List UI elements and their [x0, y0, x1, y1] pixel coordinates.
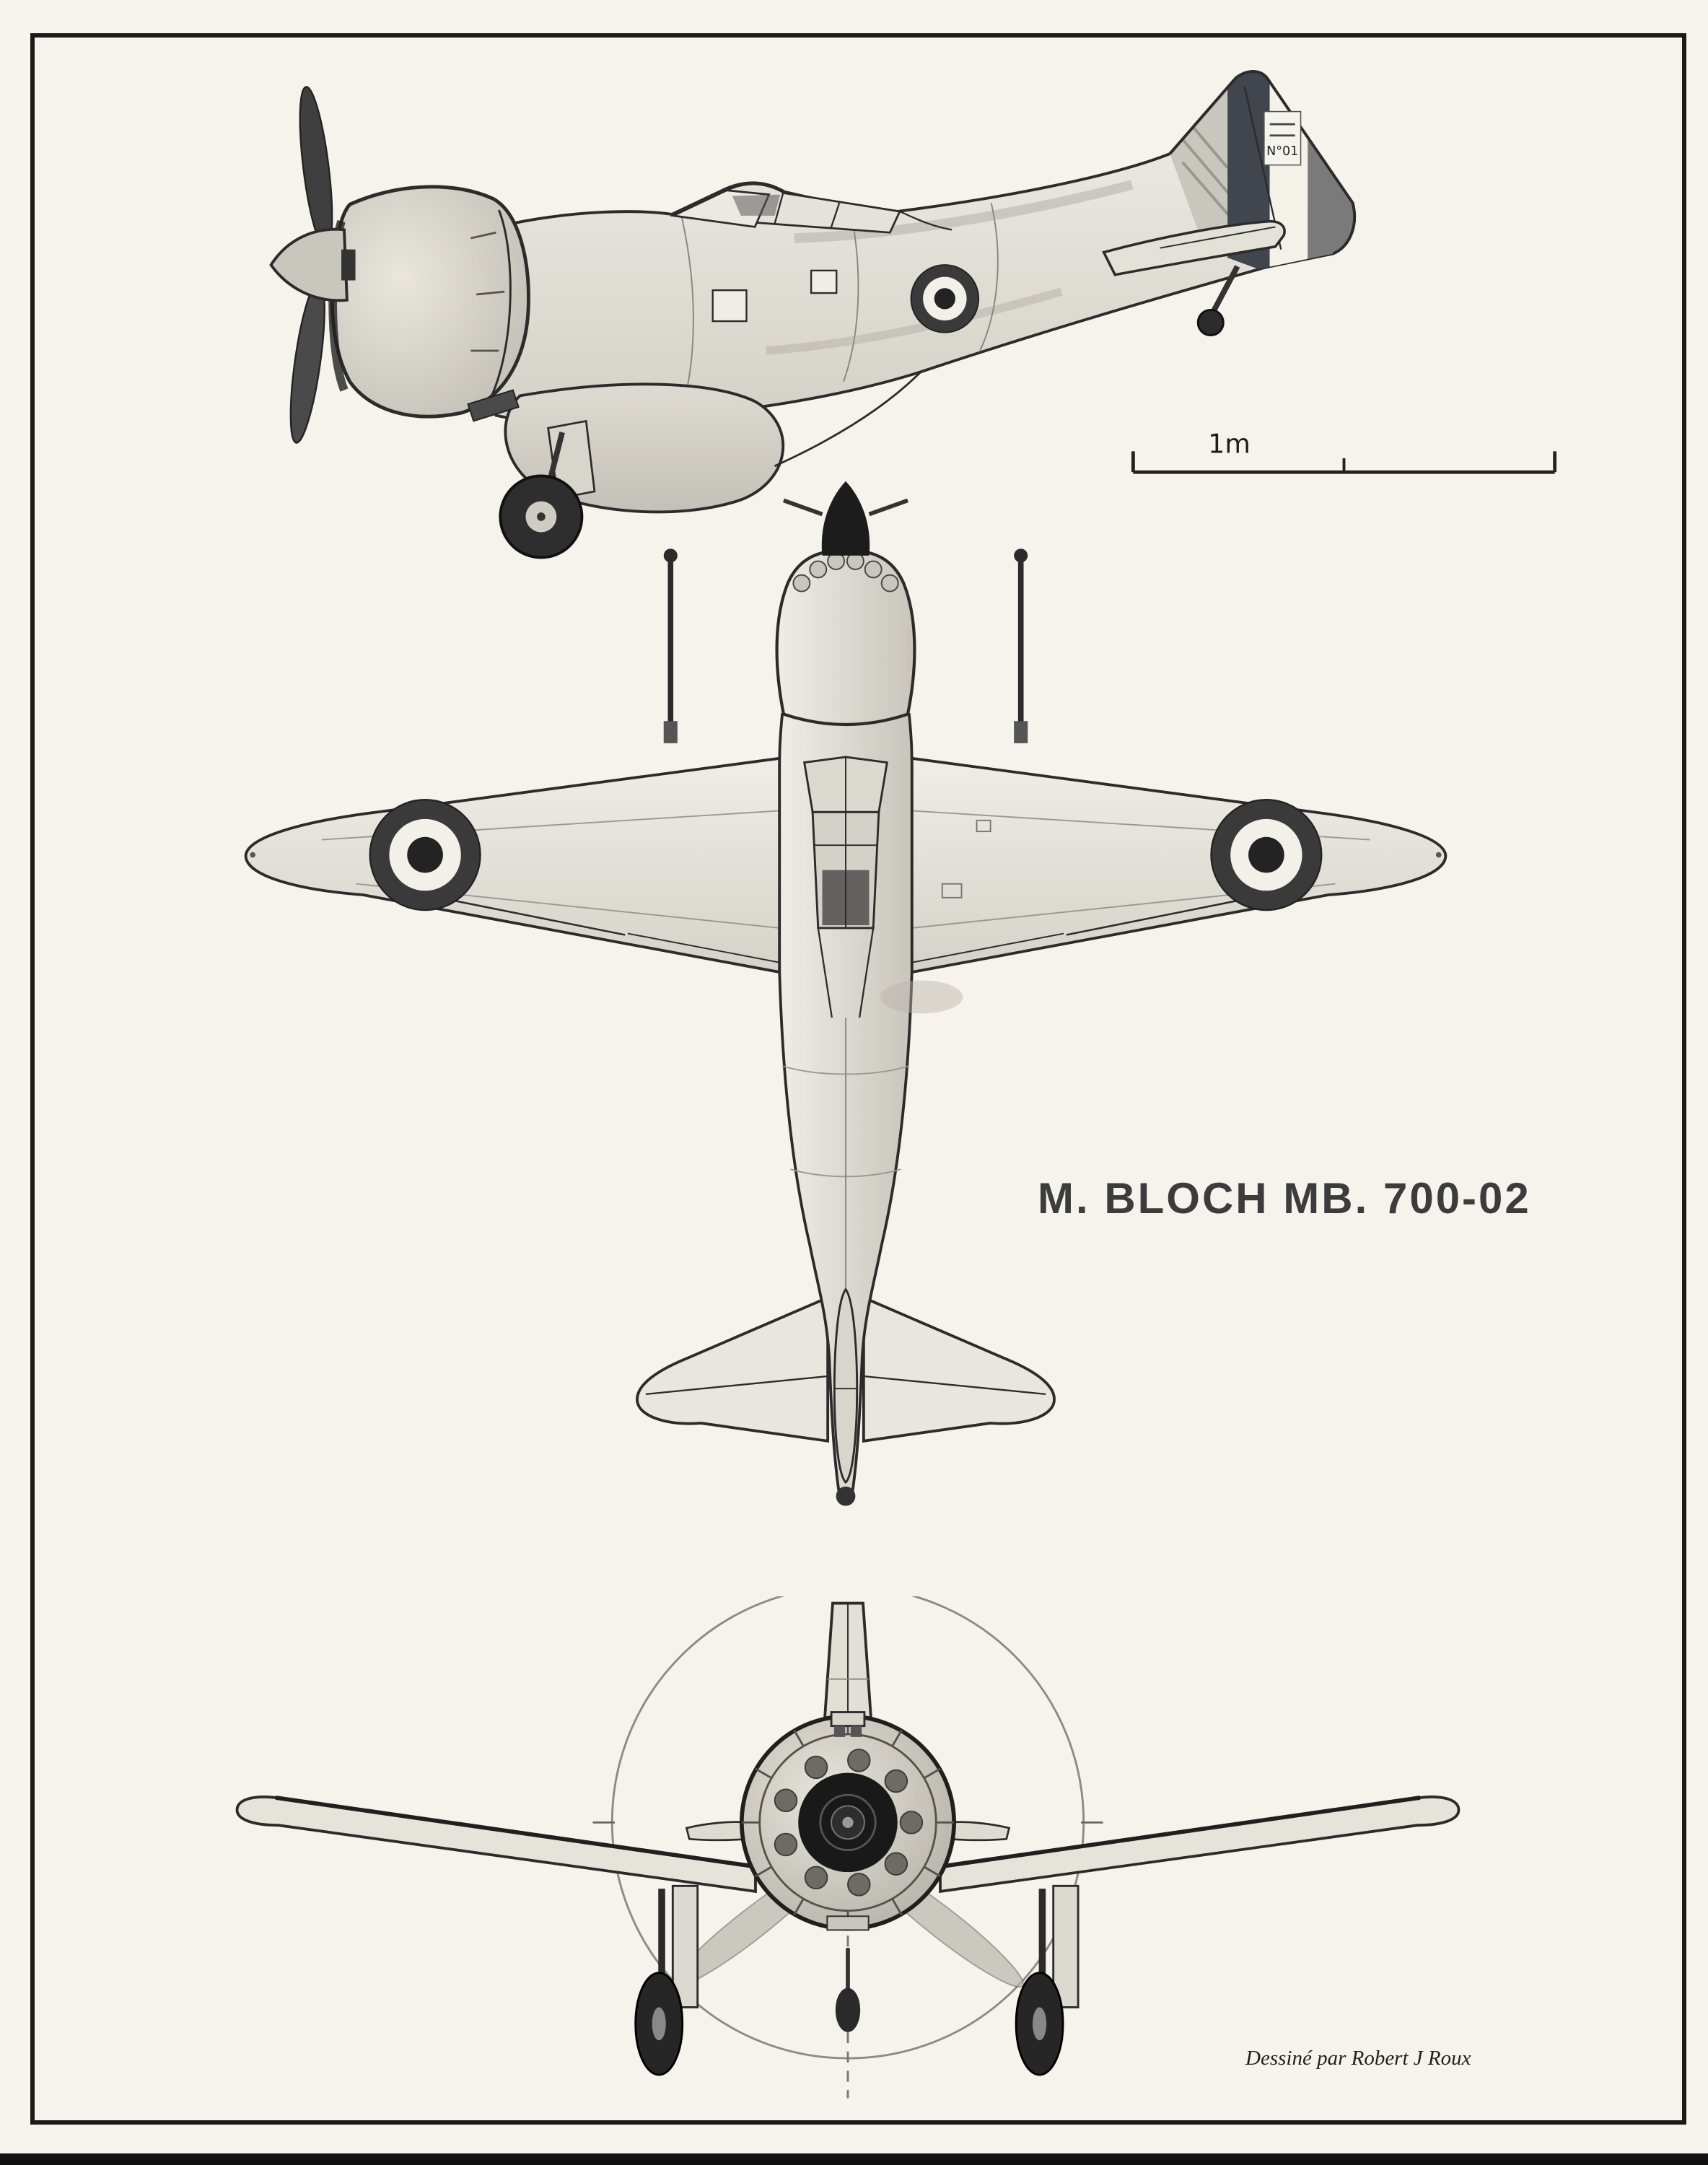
near-tailplane: [1102, 219, 1286, 276]
wing-roundel-right: [1210, 799, 1323, 911]
landing-gear-left-front: [634, 1884, 699, 2076]
propeller-side: [269, 86, 356, 444]
carb-intake: [830, 1711, 866, 1728]
wing-right-front: [939, 1796, 1460, 1894]
engine-cylinders: [774, 1749, 924, 1897]
tail-number-text: N°01: [1266, 144, 1298, 159]
artist-credit: Dessiné par Robert J Roux: [1245, 2047, 1471, 2070]
fuselage-top: [778, 702, 963, 1502]
exhaust-stub: [467, 389, 520, 422]
fin-front: [823, 1601, 873, 1725]
fuselage-window: [711, 289, 748, 323]
engine-cowling-top: [775, 548, 916, 727]
scale-bar-label: 1m: [1208, 429, 1251, 459]
wing-roundel-left: [369, 799, 481, 911]
top-view-drawing: [244, 481, 1448, 1506]
scale-bar: 1m: [1131, 429, 1557, 474]
wing-left-top: [244, 756, 781, 974]
landing-gear-right-front: [1015, 1884, 1079, 2076]
wing-right-top: [910, 756, 1448, 974]
scan-edge-strip: [0, 2153, 1708, 2165]
spinner-top: [783, 481, 908, 556]
drawing-title: M. BLOCH MB. 700-02: [1038, 1174, 1531, 1223]
tail-wheel-top: [836, 1486, 856, 1506]
tail-wheel: [1196, 265, 1240, 337]
propeller-blade: [289, 280, 325, 444]
fuselage-roundel: [910, 264, 980, 333]
main-landing-gear: [499, 419, 596, 559]
fin-top: [833, 1287, 859, 1506]
canopy-side: [670, 183, 952, 234]
cowl-chin-scoop: [826, 1915, 870, 1931]
fuselage-window: [810, 269, 838, 294]
side-view-drawing: N°01: [269, 70, 1357, 559]
canopy-top: [803, 756, 888, 1018]
tailplane-top: [636, 1295, 1056, 1443]
spinner: [269, 227, 349, 302]
engine-cowling-side: [328, 185, 530, 422]
tail-wheel-front: [835, 1948, 861, 2032]
antenna-masts: [663, 548, 1028, 743]
tailplane-front: [685, 1821, 1011, 1842]
spinner-front: [798, 1772, 898, 1873]
front-view-drawing: [235, 1596, 1460, 2099]
wing-left-front: [235, 1796, 757, 1894]
tail-marking-box: N°01: [1264, 110, 1302, 166]
propeller-blade: [299, 86, 333, 250]
